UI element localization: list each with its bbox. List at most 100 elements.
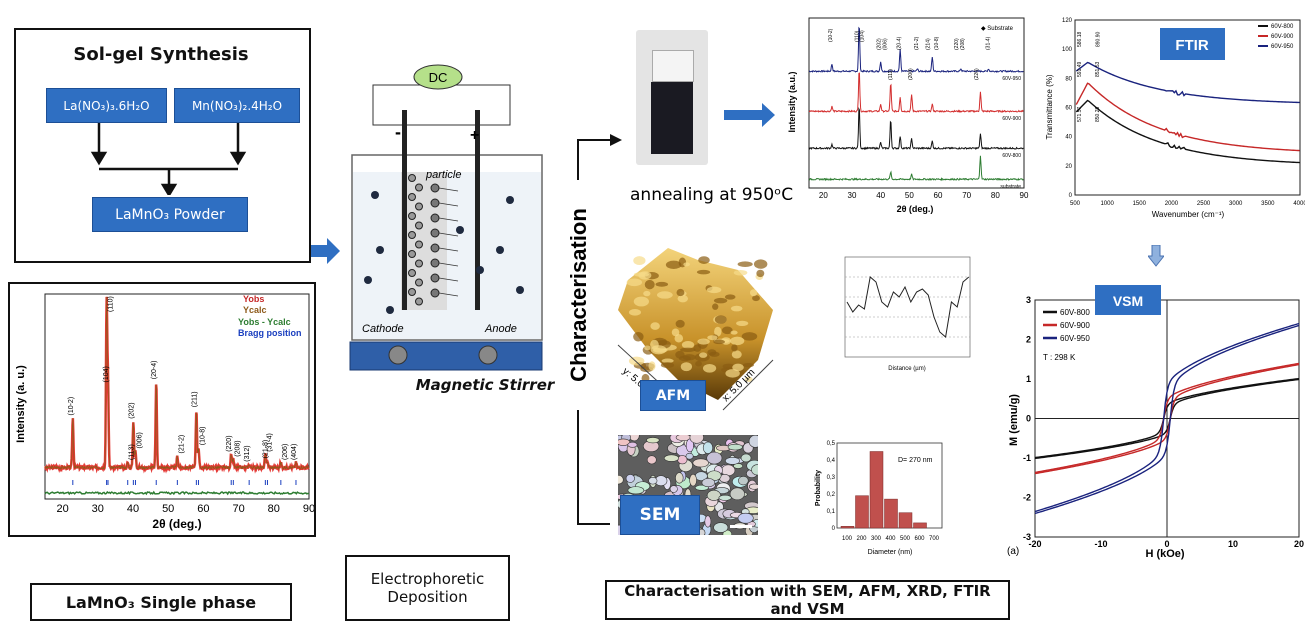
- sem-grain: [740, 453, 752, 463]
- afm-texture: [650, 339, 659, 350]
- x-axis-label: Diameter (nm): [868, 549, 913, 556]
- afm-texture: [696, 269, 711, 275]
- solgel-title: Sol-gel Synthesis: [73, 43, 249, 65]
- sem-grain: [669, 485, 678, 493]
- particle-icon: [506, 196, 514, 204]
- magnetic-stirrer-base: [349, 341, 543, 371]
- peak-label: (31-4): [986, 36, 992, 50]
- ftir-title: FTIR: [1175, 37, 1208, 54]
- legend-diff: Yobs - Ycalc: [238, 317, 291, 327]
- peak-label: (104): [859, 30, 865, 42]
- particle-icon: [364, 276, 372, 284]
- x-tick-label: 300: [871, 536, 882, 542]
- afm-profile-line: [846, 276, 970, 338]
- sem-grain: [685, 452, 694, 460]
- deposited-particle: [415, 297, 423, 306]
- particle-icon: [430, 213, 440, 223]
- legend-yobs: Yobs: [243, 294, 264, 304]
- histogram-bar: [869, 451, 884, 529]
- mean-diameter-annotation: D= 270 nm: [898, 457, 933, 464]
- peak-label: (220): [226, 435, 233, 451]
- caption-characterisation: Characterisation with SEM, AFM, XRD, FTI…: [605, 580, 1010, 620]
- xrd-series-line: [808, 155, 1024, 182]
- peak-label: (10-2): [68, 397, 75, 416]
- afm-texture: [697, 338, 710, 345]
- particle-icon: [376, 246, 384, 254]
- histogram-bar: [855, 495, 869, 529]
- x-tick-label: 0: [1164, 539, 1169, 549]
- deposited-particle: [415, 183, 423, 192]
- synthesis-arrows: [90, 123, 247, 195]
- x-tick-label: 70: [962, 191, 971, 200]
- sem-grain: [737, 512, 754, 524]
- y-tick-label: 80: [1065, 76, 1072, 82]
- afm-texture: [626, 278, 643, 287]
- peak-label: (312): [244, 445, 251, 461]
- series-label: 60V-950: [1002, 76, 1021, 82]
- reagent-la-nitrate: La(NO₃)₃.6H₂O: [46, 88, 167, 123]
- annealing-label: annealing at 950ᵒC: [630, 185, 794, 205]
- series-label: 60V-800: [1002, 153, 1021, 159]
- x-tick-label: 60: [934, 191, 943, 200]
- minus-sign: -: [395, 122, 401, 142]
- afm-texture: [733, 269, 748, 276]
- peak-label: (10-8): [199, 427, 206, 446]
- particle-icon: [430, 228, 440, 238]
- x-tick-label: 60: [197, 503, 209, 515]
- particle-icon: [430, 183, 440, 193]
- x-tick-label: 40: [127, 503, 139, 515]
- afm-texture: [644, 279, 655, 290]
- x-tick-label: 30: [848, 191, 857, 200]
- afm-texture: [753, 259, 768, 269]
- deposited-particle: [415, 278, 423, 287]
- peak-label: (214): [925, 38, 931, 50]
- particle-icon: [430, 288, 440, 298]
- peak-annotation: 571.57: [1077, 106, 1083, 122]
- y-axis-label: M (emu/g): [1008, 394, 1020, 446]
- vsm-loop-line: [1034, 378, 1300, 460]
- particle-label: particle: [425, 169, 461, 181]
- y-tick-label: 0,3: [827, 475, 836, 481]
- peak-label: (104): [103, 366, 110, 382]
- particle-icon: [386, 306, 394, 314]
- particle-icon: [496, 246, 504, 254]
- peak-annotation: 890.90: [1095, 31, 1101, 47]
- afm-texture: [680, 362, 693, 372]
- sem-grain: [748, 435, 758, 448]
- solgel-panel: Sol-gel Synthesis La(NO₃)₃.6H₂O Mn(NO₃)₂…: [14, 28, 311, 263]
- down-arrow-icon: [1148, 245, 1164, 267]
- caption-single-phase: LaMnO₃ Single phase: [30, 583, 292, 621]
- histogram-bar: [840, 526, 855, 529]
- sem-grain: [689, 435, 704, 444]
- legend-label: 60V-950: [1060, 334, 1090, 343]
- legend-label: 60V-800: [1060, 308, 1090, 317]
- peak-label: (404): [291, 444, 298, 460]
- ycalc-line: [44, 296, 309, 471]
- series-label: substrate: [1000, 184, 1021, 190]
- afm-texture: [731, 350, 742, 359]
- afm-texture: [736, 320, 749, 326]
- histogram-bar: [898, 512, 913, 529]
- afm-texture: [676, 288, 685, 297]
- peak-annotation: 851.53: [1095, 61, 1101, 77]
- particle-icon: [430, 258, 440, 268]
- process-arrow-icon: [724, 103, 775, 127]
- y-tick-label: 0,5: [827, 441, 836, 447]
- afm-texture: [674, 334, 684, 343]
- afm-texture: [643, 290, 651, 297]
- sem-grain: [713, 522, 729, 533]
- x-tick-label: 3000: [1229, 201, 1243, 207]
- x-tick-label: 400: [885, 536, 896, 542]
- peak-annotation: 591.49: [1077, 61, 1083, 77]
- xrd-series-line: [808, 26, 1024, 73]
- x-tick-label: 200: [856, 536, 867, 542]
- particle-tail: [438, 262, 459, 267]
- x-axis-label: 2θ (deg.): [152, 517, 201, 531]
- peak-label: (111): [888, 69, 894, 80]
- peak-label: (006): [882, 38, 888, 50]
- peak-label: (21-8): [262, 440, 269, 459]
- particle-icon: [430, 243, 440, 253]
- vsm-loop-line: [1034, 362, 1300, 474]
